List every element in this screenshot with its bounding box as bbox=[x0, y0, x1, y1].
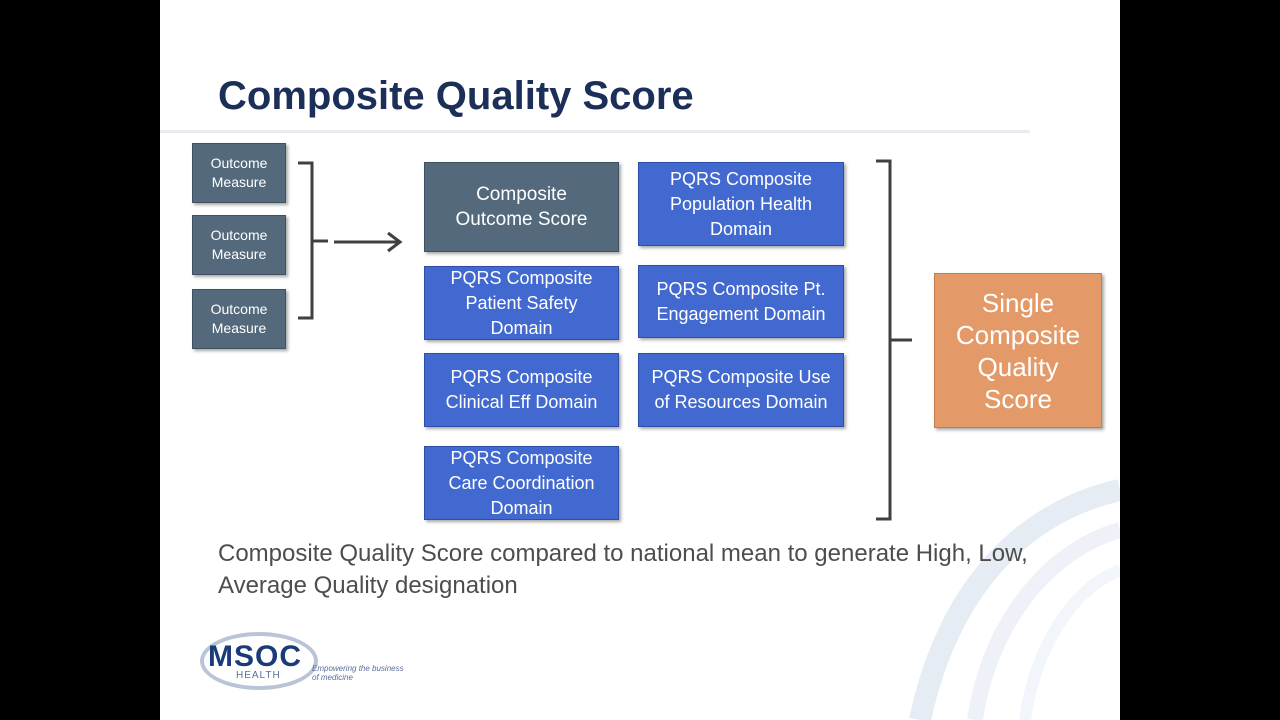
outcome-measure-label: Outcome Measure bbox=[210, 155, 268, 190]
right-bracket bbox=[876, 159, 892, 521]
logo-tagline: Empowering the business of medicine bbox=[312, 664, 404, 682]
clinical-eff-label: PQRS Composite Clinical Eff Domain bbox=[445, 367, 598, 412]
outcome-measure-box-1: Outcome Measure bbox=[192, 143, 286, 203]
outcome-measure-label: Outcome Measure bbox=[210, 227, 268, 262]
care-coordination-domain-box: PQRS Composite Care Coordination Domain bbox=[424, 446, 619, 520]
outcome-measure-label: Outcome Measure bbox=[210, 301, 268, 336]
pt-engagement-label: PQRS Composite Pt. Engagement Domain bbox=[656, 278, 826, 324]
use-of-resources-label: PQRS Composite Use of Resources Domain bbox=[651, 367, 831, 412]
outcome-measure-box-3: Outcome Measure bbox=[192, 289, 286, 349]
result-label: Single Composite Quality Score bbox=[955, 287, 1081, 414]
composite-outcome-score-box: Composite Outcome Score bbox=[424, 162, 619, 252]
single-composite-quality-score-box: Single Composite Quality Score bbox=[934, 273, 1102, 428]
decorative-swirl bbox=[909, 479, 1120, 720]
patient-safety-label: PQRS Composite Patient Safety Domain bbox=[450, 267, 593, 338]
care-coordination-label: PQRS Composite Care Coordination Domain bbox=[448, 447, 595, 518]
population-health-domain-box: PQRS Composite Population Health Domain bbox=[638, 162, 844, 246]
clinical-eff-domain-box: PQRS Composite Clinical Eff Domain bbox=[424, 353, 619, 427]
patient-safety-domain-box: PQRS Composite Patient Safety Domain bbox=[424, 266, 619, 340]
title-divider bbox=[160, 130, 1030, 133]
outcome-measure-box-2: Outcome Measure bbox=[192, 215, 286, 275]
logo-sub: HEALTH bbox=[236, 670, 281, 681]
logo-name: MSOC bbox=[208, 640, 302, 673]
population-health-label: PQRS Composite Population Health Domain bbox=[669, 168, 813, 239]
connector-lines bbox=[298, 159, 912, 521]
use-of-resources-domain-box: PQRS Composite Use of Resources Domain bbox=[638, 353, 844, 427]
composite-outcome-label: Composite Outcome Score bbox=[455, 184, 588, 230]
slide-title: Composite Quality Score bbox=[218, 74, 694, 118]
msoc-logo: MSOC HEALTH Empowering the business of m… bbox=[200, 630, 420, 694]
slide: Composite Quality Score Outcome Measure … bbox=[160, 0, 1120, 720]
slide-caption: Composite Quality Score compared to nati… bbox=[218, 540, 1028, 599]
arrow-head bbox=[387, 231, 403, 253]
pt-engagement-domain-box: PQRS Composite Pt. Engagement Domain bbox=[638, 265, 844, 338]
logo-ring bbox=[200, 632, 318, 690]
left-bracket bbox=[298, 161, 314, 320]
